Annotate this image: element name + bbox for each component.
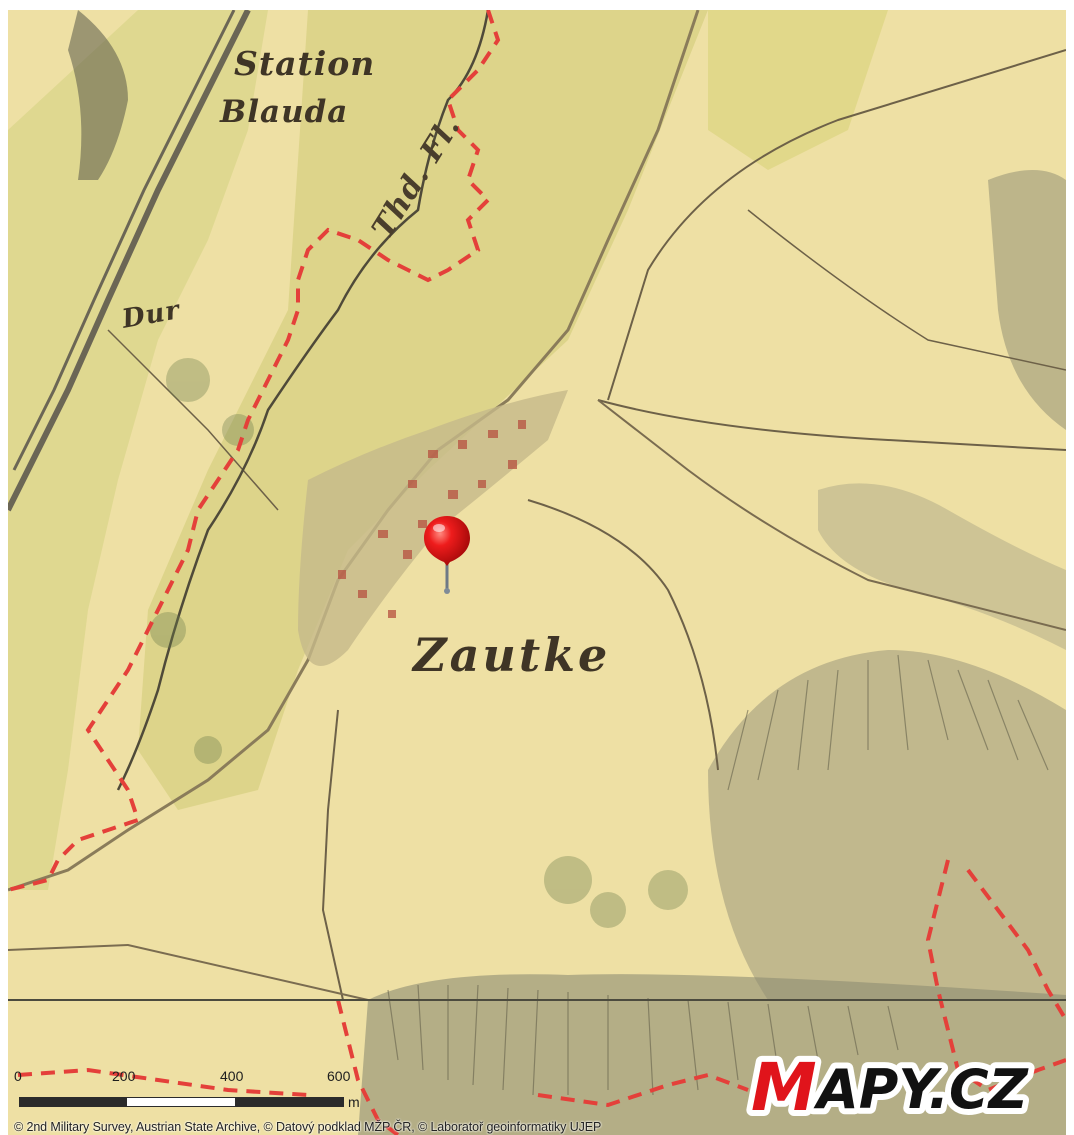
boundary-line xyxy=(925,859,1066,1093)
historical-map[interactable]: Station Blauda Dur Thd. Fl. Zautke xyxy=(8,10,1066,1135)
hill-hachure xyxy=(708,650,1066,1000)
hachure-lines xyxy=(387,654,1049,1096)
place-label-station: Station xyxy=(234,44,376,83)
place-label-blauda: Blauda xyxy=(220,94,349,130)
road xyxy=(107,329,279,511)
boundary-line xyxy=(17,1067,309,1097)
scale-label-200: 200 xyxy=(112,1068,136,1084)
boundary-line xyxy=(8,10,501,892)
road xyxy=(8,943,369,1001)
hill-hachure xyxy=(68,10,128,180)
map-canvas xyxy=(8,10,1066,1135)
meadow-area xyxy=(8,10,268,890)
scale-label-0: 0 xyxy=(14,1068,22,1084)
scale-label-600: 600 xyxy=(327,1068,351,1084)
logo-initial: M xyxy=(751,1049,817,1126)
logo-outline: APY.CZ xyxy=(813,1058,1029,1121)
railway-line xyxy=(8,10,251,512)
place-label-village: Zautke xyxy=(413,628,611,682)
road xyxy=(747,209,1066,371)
meadow-area xyxy=(138,10,708,810)
road xyxy=(321,709,344,1001)
road xyxy=(597,399,1066,631)
road xyxy=(597,399,1066,451)
map-pin-icon[interactable] xyxy=(422,514,472,596)
scale-label-400: 400 xyxy=(220,1068,244,1084)
hill-hachure xyxy=(988,170,1066,430)
road xyxy=(527,499,719,771)
village-houses xyxy=(338,420,526,618)
scale-unit: m xyxy=(348,1094,360,1110)
scale-bar-segment xyxy=(19,1097,127,1107)
map-attribution: © 2nd Military Survey, Austrian State Ar… xyxy=(14,1120,602,1134)
boundary-line xyxy=(966,868,1066,1022)
logo-text: APY.CZ xyxy=(813,1058,1029,1121)
logo-outline: M xyxy=(751,1049,817,1126)
boundary-line xyxy=(336,999,400,1135)
road xyxy=(607,49,1066,401)
hill-hachure xyxy=(358,974,1066,1135)
boundary-line xyxy=(537,1072,749,1108)
stream xyxy=(116,10,490,791)
scale-bar-segment xyxy=(235,1097,344,1107)
meadow-area xyxy=(708,10,888,170)
hill-hachure xyxy=(818,483,1066,650)
mapy-cz-logo[interactable]: M M APY.CZ APY.CZ xyxy=(745,1040,1070,1130)
railway-line xyxy=(12,10,236,471)
